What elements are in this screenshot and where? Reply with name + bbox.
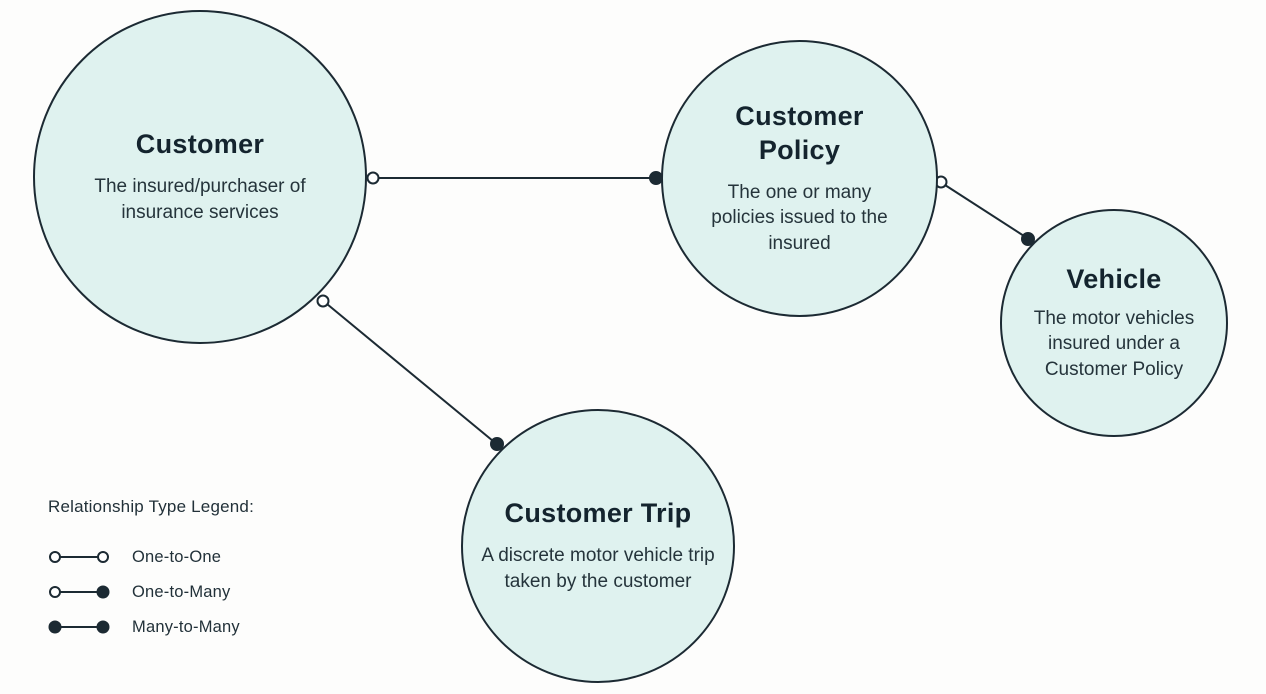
connector-customer-policy-to-vehicle [934, 175, 1035, 246]
node-customer: Customer The insured/purchaser of insura… [33, 10, 367, 344]
legend-item-many-to-many: Many-to-Many [48, 617, 254, 636]
legend-title: Relationship Type Legend: [48, 497, 255, 516]
node-title: Vehicle [1066, 263, 1162, 294]
one-to-one-glyph-icon [49, 551, 109, 563]
many-end-marker [490, 437, 504, 451]
node-customer-policy: Customer Policy The one or many policies… [661, 40, 938, 317]
legend-item-label: One-to-Many [132, 582, 231, 601]
node-description: The one or many policies issued to the i… [711, 181, 888, 255]
connector-customer-to-customer-trip [316, 294, 504, 451]
many-to-many-glyph-icon [48, 620, 110, 634]
one-end-marker [366, 171, 380, 185]
node-description: The motor vehicles insured under a Custo… [1033, 307, 1195, 381]
legend-item-one-to-many: One-to-Many [48, 582, 254, 601]
one-end-marker [316, 294, 330, 308]
node-customer-trip: Customer Trip A discrete motor vehicle t… [461, 409, 735, 683]
relationship-legend: Relationship Type Legend: One-to-One One… [48, 497, 254, 654]
connector-customer-to-customer-policy [366, 171, 663, 185]
node-title: Customer Trip [504, 498, 692, 529]
node-description: The insured/purchaser of insurance servi… [94, 176, 306, 223]
node-title: Customer Policy [735, 101, 864, 165]
one-to-many-glyph-icon [49, 585, 110, 599]
legend-item-one-to-one: One-to-One [48, 547, 254, 566]
legend-item-label: Many-to-Many [132, 617, 240, 636]
many-end-marker [1021, 232, 1035, 246]
node-description: A discrete motor vehicle trip taken by t… [481, 545, 715, 592]
node-title: Customer [135, 129, 265, 160]
node-vehicle: Vehicle The motor vehicles insured under… [1000, 209, 1228, 437]
legend-item-label: One-to-One [132, 547, 222, 566]
